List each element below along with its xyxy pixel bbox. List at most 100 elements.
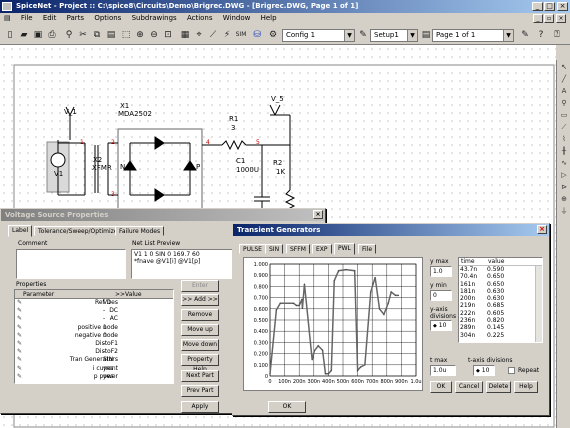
- tg-close-button[interactable]: ×: [537, 225, 547, 234]
- tab-exp[interactable]: EXP: [312, 244, 332, 254]
- doc-close-button[interactable]: ×: [556, 14, 566, 23]
- move-up-button[interactable]: Move up: [181, 324, 219, 336]
- y-max-field[interactable]: 1.0: [430, 266, 452, 277]
- tg-help-button[interactable]: Help: [514, 381, 538, 393]
- y-divisions-spinner[interactable]: ◆ 10: [430, 320, 452, 331]
- page-select[interactable]: Page 1 of 1 ▼: [432, 29, 514, 42]
- network-icon[interactable]: ⛁: [253, 30, 261, 40]
- zoom-out-icon[interactable]: ⊖: [150, 30, 158, 40]
- line-tool-icon[interactable]: ⟋: [561, 123, 567, 131]
- property-help-button[interactable]: Property Help: [181, 354, 219, 373]
- menu-help[interactable]: Help: [260, 14, 277, 22]
- resistor-icon[interactable]: ⌇: [562, 135, 566, 143]
- move-down-button[interactable]: Move down: [181, 339, 219, 351]
- inductor-icon[interactable]: ∿: [561, 159, 567, 167]
- source-icon[interactable]: ⊕: [561, 195, 567, 203]
- prev-part-button[interactable]: Prev Part: [181, 385, 219, 397]
- wire-tool-icon[interactable]: ╱: [561, 75, 567, 83]
- context-help-icon[interactable]: ⍰: [554, 30, 560, 40]
- apply-button[interactable]: Apply: [181, 401, 219, 413]
- close-button[interactable]: ×: [557, 2, 568, 11]
- diode-icon[interactable]: ▷: [561, 171, 567, 179]
- tab-sin[interactable]: SIN: [265, 244, 284, 254]
- enter-button[interactable]: Enter: [181, 280, 219, 292]
- t-max-field[interactable]: 1.0u: [430, 365, 456, 376]
- new-icon[interactable]: ▯: [7, 30, 13, 40]
- zoom-fit-icon[interactable]: ⊡: [164, 30, 172, 40]
- zoom-in-icon[interactable]: ⊕: [136, 30, 144, 40]
- spinner-arrows-icon[interactable]: ◆: [476, 368, 480, 374]
- transistor-icon[interactable]: ⊳: [561, 183, 567, 191]
- ground-icon[interactable]: ⏚: [560, 207, 568, 215]
- open-icon[interactable]: ▰: [20, 30, 28, 40]
- y-min-field[interactable]: 0: [430, 290, 452, 301]
- pointer-icon[interactable]: ↖: [561, 63, 567, 71]
- comment-field[interactable]: [16, 249, 126, 279]
- pwl-table-scrollbar[interactable]: [535, 266, 542, 342]
- next-part-button[interactable]: Next Part: [181, 370, 219, 382]
- wire-icon[interactable]: ⟋: [209, 30, 217, 40]
- repeat-checkbox[interactable]: [508, 367, 515, 374]
- print-icon[interactable]: ⎙: [48, 30, 56, 40]
- save-icon[interactable]: ▣: [33, 30, 43, 40]
- doc-minimize-button[interactable]: _: [533, 14, 543, 23]
- tab-sffm[interactable]: SFFM: [286, 244, 310, 254]
- doc-restore-button[interactable]: ▫: [544, 14, 554, 23]
- menu-window[interactable]: Window: [222, 14, 251, 22]
- zoom-tool-icon[interactable]: ⚲: [561, 99, 567, 107]
- sim-icon[interactable]: SIM: [235, 31, 247, 38]
- probe-icon[interactable]: ⌖: [196, 30, 202, 40]
- help-icon[interactable]: ?: [538, 30, 544, 40]
- tg-ok-button[interactable]: OK: [430, 381, 452, 393]
- spinner-arrows-icon[interactable]: ◆: [433, 323, 437, 329]
- table-row[interactable]: ✎AC-: [15, 315, 173, 323]
- doc-icon[interactable]: ▤: [4, 14, 11, 22]
- table-row[interactable]: ✎DC-: [15, 307, 173, 315]
- text-tool-icon[interactable]: A: [561, 87, 567, 95]
- tab-label[interactable]: Label: [8, 225, 33, 237]
- table-row[interactable]: ✎DistoF1-: [15, 340, 173, 348]
- copy-icon[interactable]: ⧉: [93, 30, 101, 40]
- page-icon[interactable]: ▤: [421, 30, 431, 40]
- tg-delete-button[interactable]: Delete: [486, 381, 511, 393]
- setup-select[interactable]: Setup1 ▼: [370, 29, 418, 42]
- rect-tool-icon[interactable]: ▭: [560, 111, 568, 119]
- vsp-close-button[interactable]: ×: [313, 210, 323, 219]
- maximize-button[interactable]: □: [544, 2, 555, 11]
- find-icon[interactable]: ⚲: [65, 30, 73, 40]
- menu-options[interactable]: Options: [94, 14, 122, 22]
- t-divisions-spinner[interactable]: ◆ 10: [473, 365, 495, 376]
- tab-pwl[interactable]: PWL: [334, 243, 355, 255]
- tab-file[interactable]: File: [358, 244, 377, 254]
- tg-cancel-button[interactable]: Cancel: [455, 381, 483, 393]
- config-select[interactable]: Config 1 ▼: [282, 29, 355, 42]
- tab-tolerance[interactable]: Tolerance/Sweep/Optimize: [34, 226, 122, 236]
- minimize-button[interactable]: _: [532, 2, 543, 11]
- tab-pulse[interactable]: PULSE: [239, 244, 266, 254]
- paste-icon[interactable]: ▤: [106, 30, 116, 40]
- add-button[interactable]: >> Add >>: [181, 294, 219, 306]
- remove-button[interactable]: Remove: [181, 309, 219, 321]
- menu-file[interactable]: File: [20, 14, 33, 22]
- tab-failure-modes[interactable]: Failure Modes: [115, 226, 165, 236]
- setup-icon[interactable]: ✎: [359, 30, 367, 40]
